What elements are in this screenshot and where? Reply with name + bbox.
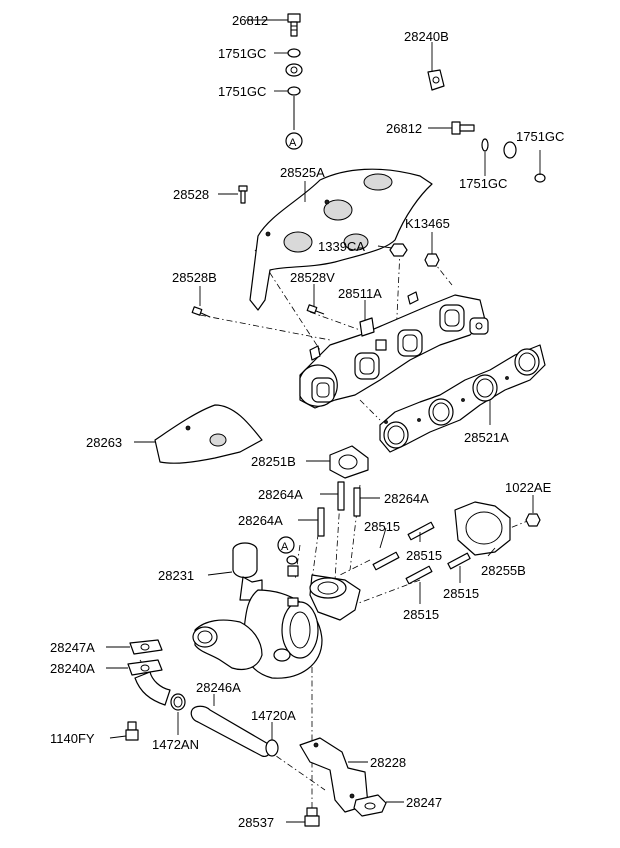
label-1751gc-1: 1751GC — [218, 46, 266, 61]
label-1751gc-4: 1751GC — [459, 176, 507, 191]
part-labels: 26812 1751GC 1751GC 28240B 26812 1751GC … — [50, 13, 564, 830]
label-28528v: 28528V — [290, 270, 335, 285]
label-28240b: 28240B — [404, 29, 449, 44]
turbo-outlet-gasket — [454, 501, 541, 556]
heat-shield-upper — [238, 168, 433, 311]
label-28251b: 28251B — [251, 454, 296, 469]
label-k13465: K13465 — [405, 216, 450, 231]
turbo-inlet-gasket — [329, 445, 369, 479]
label-28228: 28228 — [370, 755, 406, 770]
label-28247a: 28247A — [50, 640, 95, 655]
reference-circles — [277, 132, 303, 554]
label-28246a: 28246A — [196, 680, 241, 695]
label-1751gc-3: 1751GC — [516, 129, 564, 144]
leader-lines — [106, 19, 541, 823]
label-28264a-3: 28264A — [238, 513, 283, 528]
label-28247: 28247 — [406, 795, 442, 810]
label-28525a: 28525A — [280, 165, 325, 180]
label-28537: 28537 — [238, 815, 274, 830]
studs-28515 — [372, 521, 471, 585]
label-28515-2: 28515 — [406, 548, 442, 563]
label-28255b: 28255B — [481, 563, 526, 578]
label-1022ae: 1022AE — [505, 480, 552, 495]
label-26812-top: 26812 — [232, 13, 268, 28]
oil-return-parts — [125, 639, 279, 757]
exhaust-manifold — [299, 291, 489, 409]
label-28231: 28231 — [158, 568, 194, 583]
label-14720a: 14720A — [251, 708, 296, 723]
label-28528b: 28528B — [172, 270, 217, 285]
label-ref-a-mid: A — [281, 541, 289, 553]
label-26812-mid: 26812 — [386, 121, 422, 136]
label-1751gc-2: 1751GC — [218, 84, 266, 99]
studs-28264a — [317, 481, 361, 537]
shield-bolts — [191, 304, 325, 318]
label-28264a-2: 28264A — [384, 491, 429, 506]
reference-a-top-circle — [285, 132, 303, 150]
turbo-support-bracket — [299, 737, 387, 827]
label-28515-3: 28515 — [443, 586, 479, 601]
heat-shield-lower — [154, 404, 263, 464]
label-28264a-1: 28264A — [258, 487, 303, 502]
label-28528: 28528 — [173, 187, 209, 202]
nuts — [389, 243, 440, 267]
label-ref-a-top: A — [289, 137, 297, 149]
label-1140fy: 1140FY — [50, 731, 95, 746]
label-28521a: 28521A — [464, 430, 509, 445]
turbocharger — [192, 542, 361, 679]
reference-a-mid-circle — [277, 536, 295, 554]
oil-feed-pipe — [285, 63, 517, 159]
label-28240a: 28240A — [50, 661, 95, 676]
label-28263: 28263 — [86, 435, 122, 450]
label-1472an: 1472AN — [152, 737, 199, 752]
label-1339ca: 1339CA — [318, 239, 365, 254]
label-28515-4: 28515 — [403, 607, 439, 622]
manifold-gasket — [379, 344, 546, 453]
label-28515-1: 28515 — [364, 519, 400, 534]
top-fasteners — [287, 13, 546, 183]
label-28511a: 28511A — [338, 286, 382, 301]
